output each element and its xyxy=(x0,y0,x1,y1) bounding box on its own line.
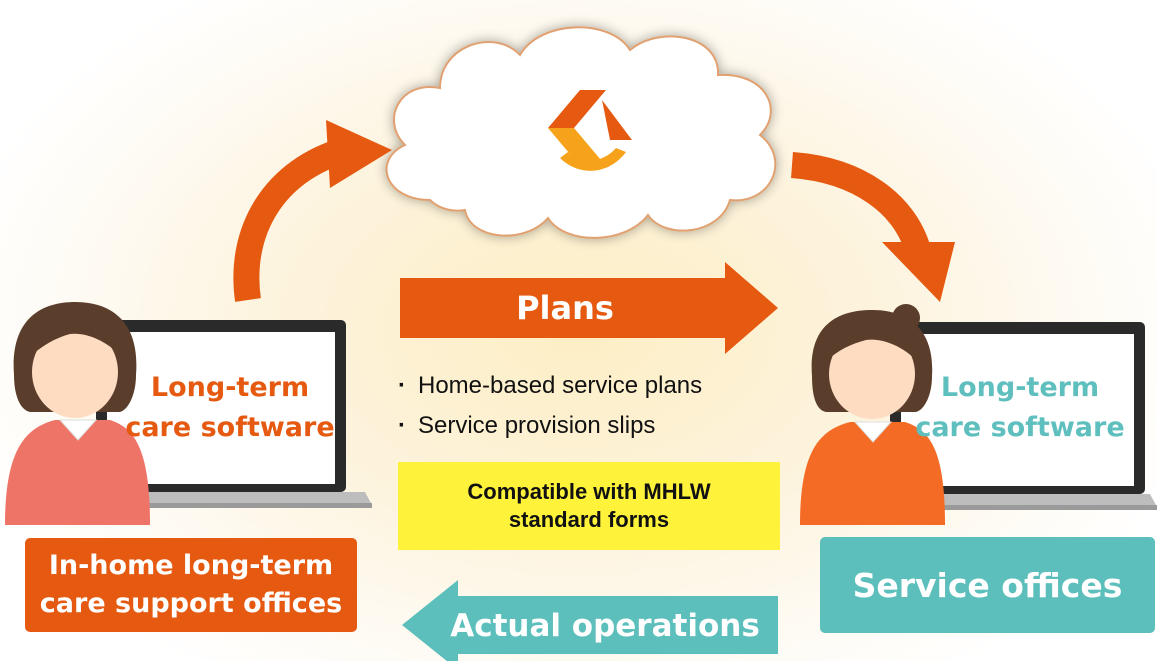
curved-arrow-up-icon xyxy=(233,120,392,302)
service-office-box: Service offices xyxy=(820,537,1155,633)
actual-operations-arrow xyxy=(402,580,778,661)
plans-label: Plans xyxy=(516,289,614,327)
list-item: Home-based service plans xyxy=(398,366,702,406)
left-person-icon xyxy=(5,302,150,525)
list-item: Service provision slips xyxy=(398,406,702,446)
cloud-icon xyxy=(385,26,777,239)
left-screen-line2: care software xyxy=(125,412,335,443)
plans-arrow xyxy=(400,262,778,354)
in-home-office-box: In-home long-term care support offices xyxy=(25,538,357,632)
right-person-icon xyxy=(800,304,945,525)
compat-line2: standard forms xyxy=(508,507,670,532)
right-screen-line2: care software xyxy=(915,412,1125,443)
app-logo-icon xyxy=(548,90,632,171)
right-screen-line1: Long-term xyxy=(940,372,1100,403)
in-home-office-line2: care support offices xyxy=(39,588,343,619)
in-home-office-line1: In-home long-term xyxy=(48,550,334,581)
service-office-label: Service offices xyxy=(852,565,1123,605)
plan-items-list: Home-based service plans Service provisi… xyxy=(398,366,702,446)
compat-line1: Compatible with MHLW xyxy=(467,479,711,504)
curved-arrow-down-icon xyxy=(790,152,955,302)
actual-operations-label: Actual operations xyxy=(450,608,760,644)
left-screen-label: Long-term care software xyxy=(120,368,340,448)
left-laptop-icon xyxy=(72,320,372,508)
left-screen-line1: Long-term xyxy=(150,372,310,403)
compatibility-note: Compatible with MHLW standard forms xyxy=(398,462,780,550)
right-screen-label: Long-term care software xyxy=(905,368,1135,448)
